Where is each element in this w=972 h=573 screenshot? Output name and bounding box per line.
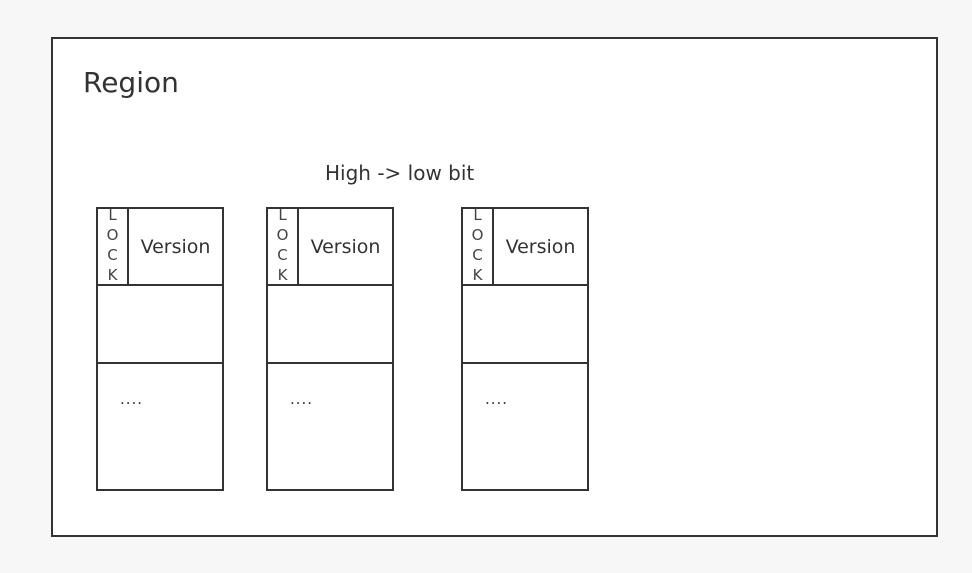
lock-letter: K xyxy=(277,266,288,284)
lock-letters: L O C K xyxy=(268,209,297,284)
lock-letter: C xyxy=(472,246,483,264)
version-cell: Version xyxy=(310,235,381,258)
lock-letter: K xyxy=(472,266,483,284)
ellipsis-text: .... xyxy=(485,390,509,408)
memory-block: L O C K Version .... xyxy=(266,207,394,491)
region-title: Region xyxy=(83,66,179,99)
block-empty-row xyxy=(463,286,587,364)
version-cell: Version xyxy=(505,235,576,258)
lock-cell: L O C K xyxy=(98,209,129,284)
block-ellipsis-row: .... xyxy=(98,364,222,489)
region-container: Region High -> low bit L O C K Version .… xyxy=(51,37,938,537)
lock-letter: C xyxy=(277,246,288,264)
version-cell: Version xyxy=(140,235,211,258)
bit-order-label: High -> low bit xyxy=(325,161,475,185)
memory-block: L O C K Version .... xyxy=(96,207,224,491)
block-header-row: L O C K Version xyxy=(463,209,587,286)
lock-cell: L O C K xyxy=(268,209,299,284)
lock-letter: O xyxy=(471,226,484,244)
lock-letter: C xyxy=(107,246,118,264)
memory-block: L O C K Version .... xyxy=(461,207,589,491)
lock-letter: L xyxy=(108,209,117,224)
block-empty-row xyxy=(98,286,222,364)
ellipsis-text: .... xyxy=(120,390,144,408)
ellipsis-text: .... xyxy=(290,390,314,408)
lock-letters: L O C K xyxy=(463,209,492,284)
lock-letters: L O C K xyxy=(98,209,127,284)
lock-letter: O xyxy=(106,226,119,244)
lock-letter: L xyxy=(473,209,482,224)
block-ellipsis-row: .... xyxy=(268,364,392,489)
block-ellipsis-row: .... xyxy=(463,364,587,489)
lock-letter: K xyxy=(107,266,118,284)
lock-letter: L xyxy=(278,209,287,224)
lock-cell: L O C K xyxy=(463,209,494,284)
block-empty-row xyxy=(268,286,392,364)
lock-letter: O xyxy=(276,226,289,244)
block-header-row: L O C K Version xyxy=(268,209,392,286)
block-header-row: L O C K Version xyxy=(98,209,222,286)
